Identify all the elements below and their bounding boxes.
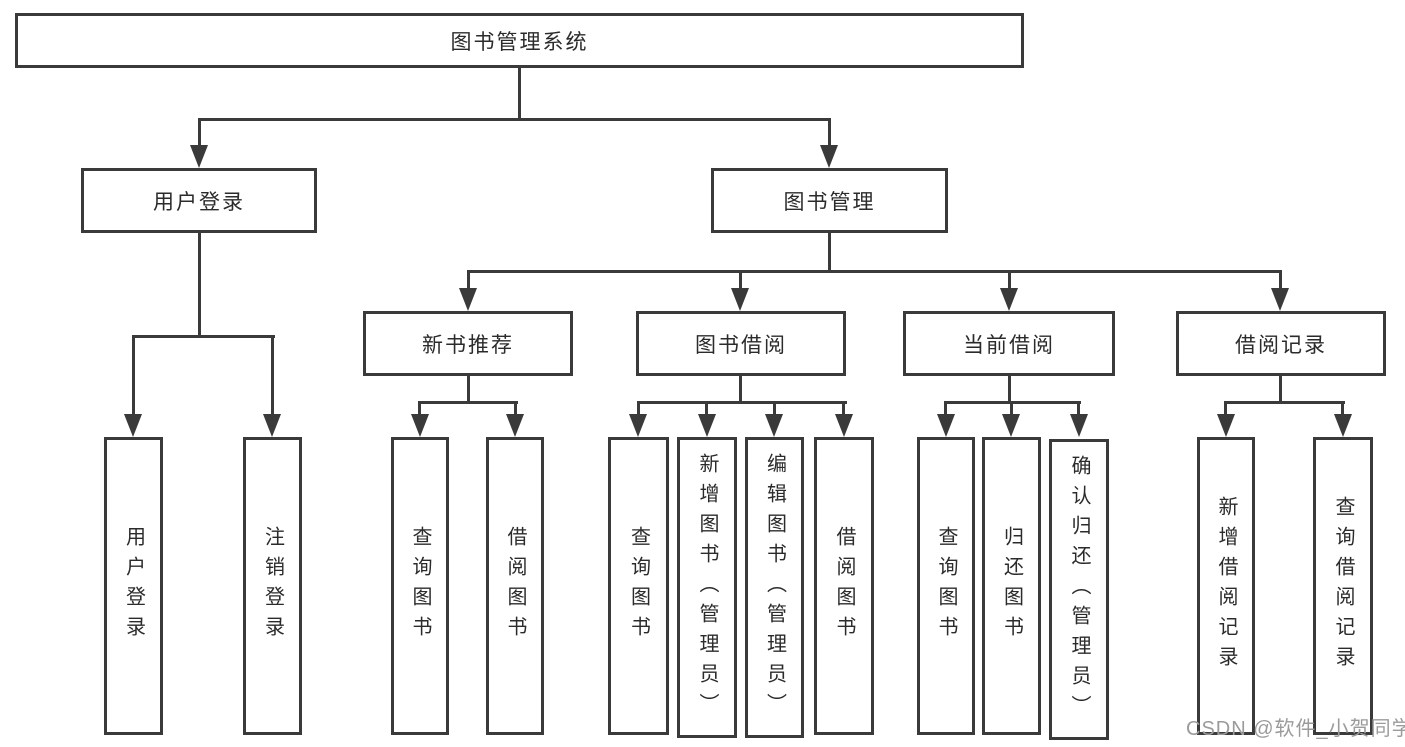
arrowhead-down-icon bbox=[1070, 414, 1088, 437]
leaf-cb-return-books-label: 归还图书 bbox=[1000, 526, 1023, 646]
leaf-br-query-record-label: 查询借阅记录 bbox=[1332, 496, 1354, 676]
arrowhead-down-icon bbox=[1334, 414, 1352, 437]
leaf-cb-confirm-return-admin-label: 确认归还（管理员） bbox=[1068, 454, 1090, 725]
leaf-cb-confirm-return-admin: 确认归还（管理员） bbox=[1049, 439, 1109, 740]
leaf-br-add-record-label: 新增借阅记录 bbox=[1215, 496, 1237, 676]
leaf-br-query-record: 查询借阅记录 bbox=[1313, 437, 1373, 735]
arrowhead-down-icon bbox=[629, 414, 647, 437]
node-new-book-recommend: 新书推荐 bbox=[363, 311, 573, 376]
connector-to-current-borrow bbox=[1008, 270, 1011, 291]
leaf-bb-query-books-label: 查询图书 bbox=[627, 526, 650, 646]
leaf-bb-query-books: 查询图书 bbox=[608, 437, 669, 735]
connector-leaf-stem bbox=[637, 401, 640, 417]
arrowhead-down-icon bbox=[765, 414, 783, 437]
connector-book-borrow-stem bbox=[739, 374, 742, 403]
node-root-label: 图书管理系统 bbox=[450, 30, 589, 54]
arrowhead-down-icon bbox=[1000, 288, 1018, 311]
leaf-bb-borrow-books: 借阅图书 bbox=[814, 437, 874, 735]
arrowhead-down-icon bbox=[506, 414, 524, 437]
connector-to-book-borrow bbox=[739, 270, 742, 291]
node-borrow-records-label: 借阅记录 bbox=[1235, 333, 1327, 357]
connector-borrow-records-stem bbox=[1279, 374, 1282, 403]
connector-to-leaf-logout bbox=[271, 335, 274, 417]
connector-leaf-stem bbox=[773, 401, 776, 417]
node-current-borrow-label: 当前借阅 bbox=[963, 333, 1055, 357]
leaf-bb-add-books-admin: 新增图书（管理员） bbox=[677, 437, 737, 738]
leaf-bb-edit-books-admin: 编辑图书（管理员） bbox=[745, 437, 804, 738]
connector-new-book-stem bbox=[467, 374, 470, 403]
connector-new-book-split bbox=[418, 401, 518, 404]
arrowhead-down-icon bbox=[698, 414, 716, 437]
arrowhead-down-icon bbox=[411, 414, 429, 437]
node-borrow-records: 借阅记录 bbox=[1176, 311, 1386, 376]
connector-to-borrow-records bbox=[1279, 270, 1282, 291]
connector-leaf-stem bbox=[418, 401, 421, 417]
leaf-bb-edit-books-admin-label: 编辑图书（管理员） bbox=[763, 452, 786, 723]
arrowhead-down-icon bbox=[731, 288, 749, 311]
leaf-nbr-borrow-books-label: 借阅图书 bbox=[504, 526, 526, 646]
csdn-watermark: CSDN @软件_小贺同学 bbox=[1186, 718, 1405, 740]
leaf-logout: 注销登录 bbox=[243, 437, 302, 735]
connector-leaf-stem bbox=[1010, 401, 1013, 417]
node-book-management: 图书管理 bbox=[711, 168, 948, 233]
leaf-cb-return-books: 归还图书 bbox=[982, 437, 1041, 735]
arrowhead-down-icon bbox=[459, 288, 477, 311]
connector-book-management-split bbox=[467, 270, 1282, 273]
connector-leaf-stem bbox=[1077, 401, 1080, 417]
connector-to-leaf-user-login bbox=[132, 335, 135, 417]
connector-root-stem bbox=[518, 66, 521, 121]
connector-user-login-stem bbox=[198, 231, 201, 338]
connector-book-management-stem bbox=[828, 231, 831, 273]
node-book-borrow: 图书借阅 bbox=[636, 311, 846, 376]
leaf-cb-query-books-label: 查询图书 bbox=[935, 526, 957, 646]
connector-current-borrow-stem bbox=[1008, 374, 1011, 403]
arrowhead-down-icon bbox=[1271, 288, 1289, 311]
connector-user-login-split bbox=[132, 335, 275, 338]
connector-leaf-stem bbox=[842, 401, 845, 417]
leaf-nbr-query-books-label: 查询图书 bbox=[409, 526, 431, 646]
arrowhead-down-icon bbox=[937, 414, 955, 437]
node-book-management-label: 图书管理 bbox=[783, 190, 876, 214]
leaf-logout-label: 注销登录 bbox=[261, 526, 284, 646]
connector-borrow-records-split bbox=[1224, 401, 1345, 404]
node-user-login: 用户登录 bbox=[81, 168, 317, 233]
arrowhead-down-icon bbox=[820, 145, 838, 168]
node-user-login-label: 用户登录 bbox=[153, 190, 245, 214]
node-new-book-recommend-label: 新书推荐 bbox=[422, 333, 514, 357]
arrowhead-down-icon bbox=[124, 414, 142, 437]
leaf-br-add-record: 新增借阅记录 bbox=[1197, 437, 1255, 735]
connector-leaf-stem bbox=[514, 401, 517, 417]
node-root: 图书管理系统 bbox=[15, 13, 1024, 68]
arrowhead-down-icon bbox=[263, 414, 281, 437]
connector-to-book-management bbox=[828, 118, 831, 148]
connector-leaf-stem bbox=[1341, 401, 1344, 417]
node-book-borrow-label: 图书借阅 bbox=[695, 333, 787, 357]
arrowhead-down-icon bbox=[1002, 414, 1020, 437]
leaf-cb-query-books: 查询图书 bbox=[917, 437, 975, 735]
connector-leaf-stem bbox=[1224, 401, 1227, 417]
leaf-bb-borrow-books-label: 借阅图书 bbox=[833, 526, 855, 646]
connector-to-user-login bbox=[198, 118, 201, 148]
node-current-borrow: 当前借阅 bbox=[903, 311, 1115, 376]
leaf-user-login-label: 用户登录 bbox=[122, 526, 145, 646]
connector-leaf-stem bbox=[705, 401, 708, 417]
connector-to-new-book bbox=[467, 270, 470, 291]
connector-leaf-stem bbox=[944, 401, 947, 417]
leaf-user-login: 用户登录 bbox=[104, 437, 163, 735]
leaf-nbr-query-books: 查询图书 bbox=[391, 437, 449, 735]
leaf-bb-add-books-admin-label: 新增图书（管理员） bbox=[696, 452, 718, 723]
arrowhead-down-icon bbox=[835, 414, 853, 437]
arrowhead-down-icon bbox=[190, 145, 208, 168]
leaf-nbr-borrow-books: 借阅图书 bbox=[486, 437, 544, 735]
connector-book-borrow-split bbox=[637, 401, 847, 404]
connector-root-split bbox=[198, 118, 831, 121]
arrowhead-down-icon bbox=[1217, 414, 1235, 437]
